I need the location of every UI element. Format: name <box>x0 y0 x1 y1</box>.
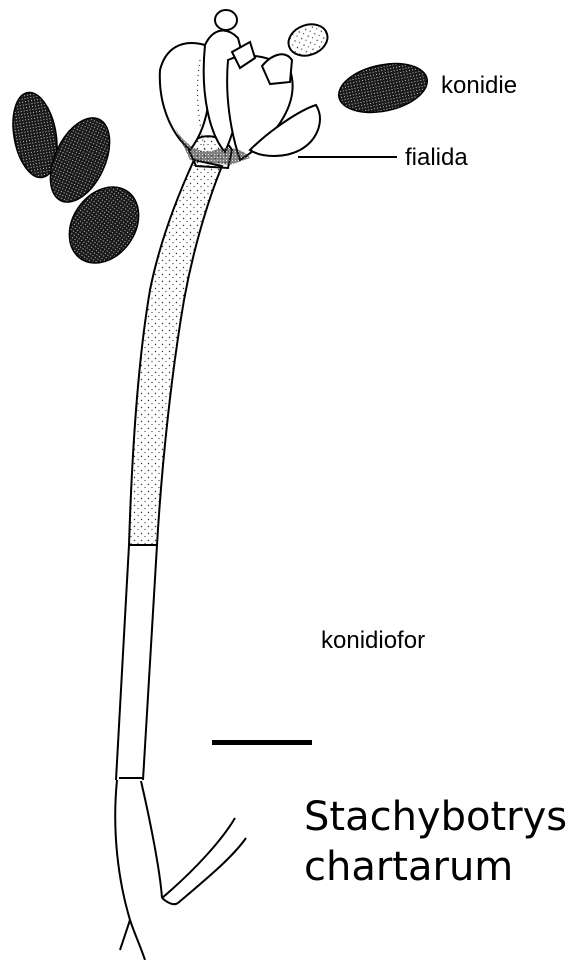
label-konidiofor: konidiofor <box>321 627 425 655</box>
conidiophore-stipe-lower <box>116 545 157 780</box>
conidiophore-stipe-upper <box>129 160 222 545</box>
label-konidie: konidie <box>441 72 517 100</box>
species-name: Stachybotrys chartarum <box>304 792 567 892</box>
basal-hypha <box>115 780 246 960</box>
label-fialida: fialida <box>405 144 468 172</box>
species-epithet: chartarum <box>304 842 567 892</box>
species-genus: Stachybotrys <box>304 792 567 842</box>
scale-bar <box>212 740 312 745</box>
